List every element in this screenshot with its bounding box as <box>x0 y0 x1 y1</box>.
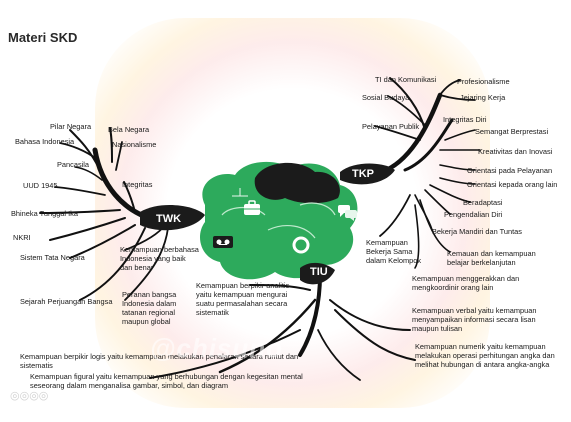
twk-bela-negara: Bela Negara <box>108 125 150 134</box>
lifebuoy-icon <box>292 236 310 254</box>
tkp-bekerja-mandiri: Bekerja Mandiri dan Tuntas <box>432 227 522 236</box>
tkp-menggerakkan: Kemampuan menggerakkan dan mengkoordinir… <box>412 274 520 292</box>
tiu-kemampuan-numerik: Kemampuan numerik yaitu kemampuan melaku… <box>415 342 555 369</box>
hub-tiu: TIU <box>310 266 328 278</box>
tkp-beradaptasi: Beradaptasi <box>463 198 503 207</box>
tkp-pengendalian-diri: Pengendalian Diri <box>444 210 503 219</box>
twk-pancasila: Pancasila <box>57 160 90 169</box>
tkp-orientasi-orang-lain: Orientasi kepada orang lain <box>467 180 558 189</box>
decorative-dots: ◎◎◎◎ <box>10 390 49 402</box>
tkp-kemauan-belajar: Kemauan dan kemampuan belajar berkelanju… <box>447 249 536 267</box>
cassette-icon <box>213 236 233 248</box>
twk-bahasa-indonesia: Bahasa Indonesia <box>15 137 75 146</box>
twk-sistem-tata-negara: Sistem Tata Negara <box>20 253 85 262</box>
twk-integritas: Integritas <box>122 180 153 189</box>
tkp-bekerja-sama: Kemampuan Bekerja Sama dalam Kelompok <box>366 238 422 265</box>
twk-bhineka-tunggal-ika: Bhineka Tunggal Ika <box>11 209 78 218</box>
tkp-semangat-berprestasi: Semangat Berprestasi <box>475 127 549 136</box>
tiu-kemampuan-verbal: Kemampuan verbal yaitu kemampuan menyamp… <box>412 306 537 333</box>
twk-sejarah-perjuangan: Sejarah Perjuangan Bangsa <box>20 297 113 306</box>
tkp-ti-komunikasi: TI dan Komunikasi <box>375 75 437 84</box>
tkp-integritas-diri: Integritas Diri <box>443 115 487 124</box>
tkp-profesionalisme: Profesionalisme <box>457 77 510 86</box>
page-title: Materi SKD <box>8 30 78 45</box>
twk-kemampuan-berbahasa: Kemampuan berbahasa Indonesia yang baik … <box>120 245 199 272</box>
chat-icon <box>338 205 357 221</box>
hub-tkp: TKP <box>352 168 374 180</box>
tiu-berpikir-logis: Kemampuan berpikir logis yaitu kemampuan… <box>20 352 299 370</box>
twk-pilar-negara: Pilar Negara <box>50 122 92 131</box>
tkp-kreativitas-inovasi: Kreativitas dan Inovasi <box>478 147 553 156</box>
hub-twk: TWK <box>156 213 182 225</box>
briefcase-icon <box>244 200 260 215</box>
tkp-sosial-budaya: Sosial Budaya <box>362 93 410 102</box>
watermark: @chisuno <box>150 333 284 363</box>
tkp-orientasi-pelayanan: Orientasi pada Pelayanan <box>467 166 553 175</box>
twk-nasionalisme: Nasionalisme <box>112 140 157 149</box>
tkp-jejaring-kerja: Jejaring Kerja <box>460 93 506 102</box>
twk-uud-1945: UUD 1945 <box>23 181 58 190</box>
twk-nkri: NKRI <box>13 233 31 242</box>
brain-graphic <box>200 161 358 280</box>
twk-peranan-bangsa: Peranan bangsa Indonesia dalam tatanan r… <box>122 290 177 326</box>
tiu-berpikir-analitis: Kemampuan berpikir analitis yaitu kemamp… <box>196 281 290 317</box>
tiu-kemampuan-figural: Kemampuan figural yaitu kemampuan yang b… <box>30 372 303 390</box>
tkp-pelayanan-publik: Pelayanan Publik <box>362 122 420 131</box>
